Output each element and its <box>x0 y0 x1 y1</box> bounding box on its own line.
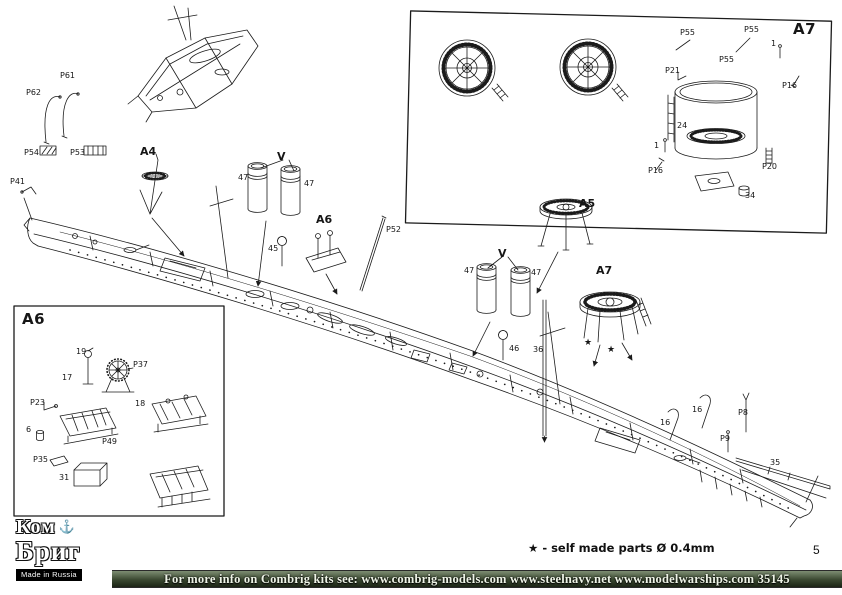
footer-banner: For more info on Combrig kits see: www.c… <box>112 570 842 588</box>
self-made-parts-note: ★ - self made parts Ø 0.4mm <box>528 541 715 555</box>
logo-word-2: Бриг <box>16 536 81 566</box>
a5-assembly-drawing <box>537 198 594 251</box>
barbette-drawing <box>667 80 758 160</box>
anchor-icon: ⚓ <box>58 519 76 534</box>
combrig-logo: Ком⚓ Бриг Made in Russia <box>16 517 118 581</box>
page-number: 5 <box>813 543 820 557</box>
right-side-parts-drawing <box>667 392 831 499</box>
logo-word-1: Ком⚓ <box>16 517 118 537</box>
funnel-group-1 <box>247 159 301 216</box>
rod-p52-drawing <box>359 215 387 292</box>
ship-hull-drawing <box>23 185 819 528</box>
a7-callout-box <box>404 10 833 234</box>
a4-assembly-drawing <box>139 153 169 215</box>
assembly-arrows <box>151 217 633 367</box>
logo-tagline: Made in Russia <box>16 569 82 581</box>
a7-mid-assembly-drawing <box>579 291 652 343</box>
cowl-vent-45-drawing <box>277 236 287 267</box>
a6-deck-assembly-drawing <box>305 230 347 273</box>
a6-callout-box <box>13 305 225 517</box>
rod-36-drawing <box>541 299 548 443</box>
cowl-vent-46-drawing <box>498 330 508 361</box>
superstructure-drawing <box>127 5 259 123</box>
logo-text-kom: Ком <box>16 516 56 538</box>
funnel-group-2 <box>476 256 531 317</box>
davit-parts-drawing <box>20 92 107 195</box>
